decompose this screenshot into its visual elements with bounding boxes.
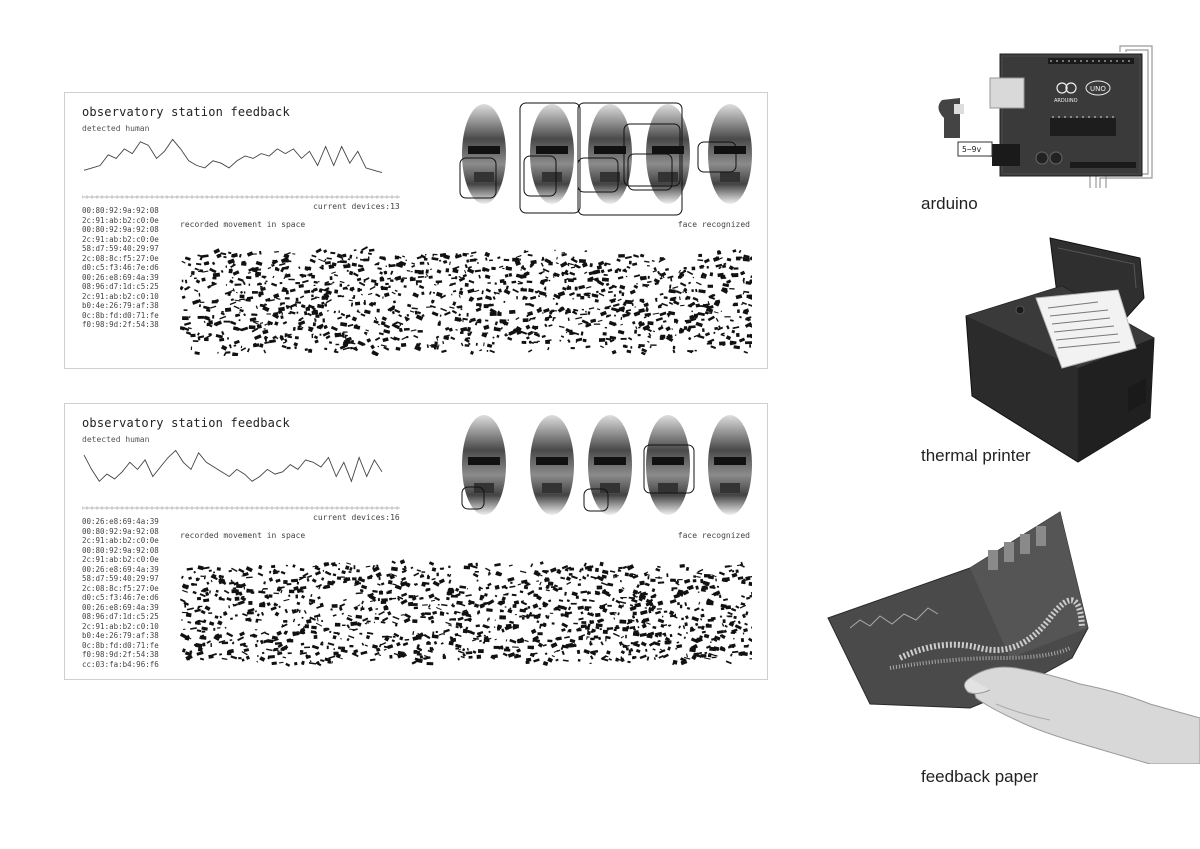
sparkline-series [83, 138, 383, 174]
thermal-printer-label: thermal printer [921, 446, 1031, 465]
detected-face [708, 104, 752, 204]
detected-human-sparkline [82, 138, 400, 199]
detected-face [588, 415, 632, 515]
feedback-paper-icon [827, 511, 1200, 764]
mac-address-item: 2c:91:ab:b2:c0:10 [82, 621, 159, 631]
mac-address-item: 08:96:d7:1d:c5:25 [82, 282, 159, 291]
current-devices-label: current devices:13 [313, 202, 400, 211]
detected-face [530, 415, 574, 515]
mac-address-item: 00:80:92:9a:92:08 [82, 545, 159, 555]
mac-address-item: 0c:8b:fd:d0:71:fe [82, 640, 159, 650]
detected-human-label: detected human [82, 124, 150, 133]
mac-address-item: 0c:8b:fd:d0:71:fe [82, 310, 159, 320]
movement-label: recorded movement in space [180, 220, 306, 229]
mac-address-item: 2c:91:ab:b2:c0:10 [82, 291, 159, 301]
face-bounding-box [577, 102, 683, 216]
mac-address-item: 00:26:e8:69:4a:39 [82, 564, 159, 574]
mac-address-item: 2c:08:8c:f5:27:0e [82, 253, 159, 263]
mac-address-item: 00:80:92:9a:92:08 [82, 206, 159, 215]
movement-texture [180, 559, 752, 667]
hand-icon [964, 666, 1200, 764]
panel-title: observatory station feedback [82, 416, 290, 430]
detected-face [646, 415, 690, 515]
detected-face [462, 415, 506, 515]
feedback-panel-1: observatory station feedback detected hu… [64, 92, 768, 369]
arduino-board-text: UNO [1090, 85, 1106, 93]
mac-address-item: b0:4e:26:79:af:38 [82, 301, 159, 310]
arduino-brand-text: ARDUINO [1054, 98, 1078, 104]
feedback-paper-label: feedback paper [921, 767, 1039, 786]
movement-map [180, 246, 752, 356]
mac-address-item: d0:c5:f3:46:7e:d6 [82, 593, 159, 602]
mac-address-item: 2c:91:ab:b2:c0:0e [82, 215, 159, 225]
mac-address-item: 2c:91:ab:b2:c0:0e [82, 234, 159, 244]
current-devices-label: current devices:16 [313, 513, 400, 522]
detected-face [708, 415, 752, 515]
face-bounding-box [459, 157, 497, 199]
mac-address-item: 00:80:92:9a:92:08 [82, 526, 159, 536]
mac-address-item: f0:98:9d:2f:54:38 [82, 320, 159, 329]
detected-face [462, 104, 506, 204]
face-bounding-box [523, 155, 557, 197]
mac-address-item: cc:03:fa:b4:96:f6 [82, 659, 159, 669]
thermal-printer-icon [965, 237, 1155, 463]
arduino-label: arduino [921, 194, 978, 213]
mac-address-item: 08:96:d7:1d:c5:25 [82, 612, 159, 621]
face-recognized-label: face recognized [677, 531, 750, 540]
movement-texture [180, 246, 752, 356]
face-bounding-box [643, 444, 695, 494]
face-bounding-box [583, 488, 609, 512]
mac-address-item: f0:98:9d:2f:54:38 [82, 650, 159, 659]
detected-human-label: detected human [82, 435, 150, 444]
face-bounding-box [697, 141, 737, 173]
arduino-board-icon: ARDUINO UNO 5~9v [938, 45, 1153, 188]
mac-address-item: 2c:91:ab:b2:c0:0e [82, 555, 159, 564]
face-recognition-strip [459, 102, 752, 216]
movement-label: recorded movement in space [180, 531, 306, 540]
face-recognized-label: face recognized [677, 220, 750, 229]
mac-address-item: d0:c5:f3:46:7e:d6 [82, 263, 159, 272]
face-bounding-box [627, 153, 673, 191]
voltage-label: 5~9v [962, 145, 981, 154]
sparkline-series [83, 449, 383, 483]
face-recognition-strip [461, 415, 752, 515]
mac-address-item: 58:d7:59:40:29:97 [82, 574, 159, 583]
movement-map [180, 559, 752, 667]
face-bounding-box [461, 486, 485, 510]
face-bounding-box [623, 123, 681, 187]
mac-address-item: 00:26:e8:69:4a:39 [82, 602, 159, 612]
detected-human-sparkline [82, 449, 400, 510]
face-bounding-box [519, 102, 581, 214]
mac-address-item: 2c:08:8c:f5:27:0e [82, 583, 159, 593]
mac-address-item: b0:4e:26:79:af:38 [82, 631, 159, 640]
mac-address-item: 00:26:e8:69:4a:39 [82, 272, 159, 282]
mac-address-item: 00:80:92:9a:92:08 [82, 225, 159, 234]
detected-face [588, 104, 632, 204]
face-bounding-box [577, 157, 619, 193]
panel-title: observatory station feedback [82, 105, 290, 119]
mac-address-item: 2c:91:ab:b2:c0:0e [82, 536, 159, 545]
mac-address-item: 58:d7:59:40:29:97 [82, 244, 159, 253]
mac-address-item: 00:26:e8:69:4a:39 [82, 517, 159, 526]
feedback-panel-2: observatory station feedback detected hu… [64, 403, 768, 680]
detected-face [530, 104, 574, 204]
